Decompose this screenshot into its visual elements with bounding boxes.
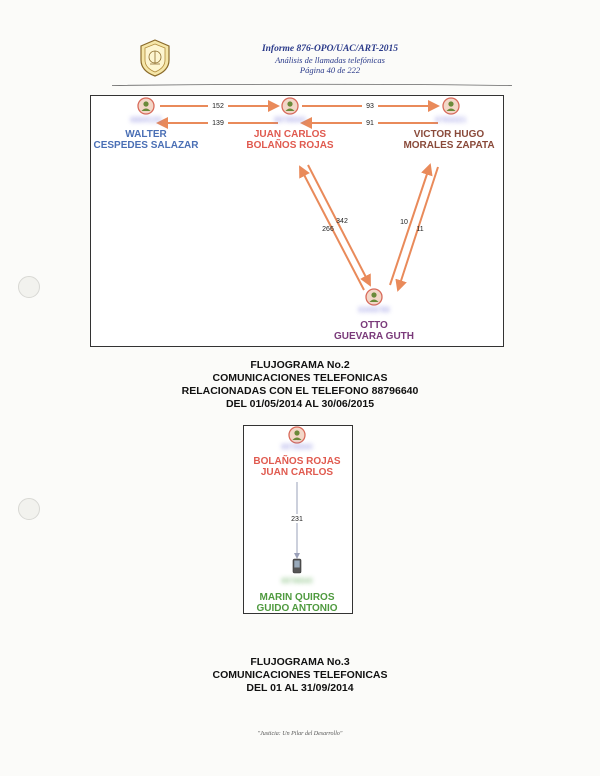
person-icon	[281, 97, 299, 115]
edge-label: 231	[291, 516, 303, 523]
edge-label: 139	[212, 120, 224, 127]
redacted-phone-number: 88796640	[274, 117, 306, 124]
punch-hole-top	[18, 276, 40, 298]
person-icon	[288, 426, 306, 444]
redacted-phone-number: 88796640	[281, 578, 313, 585]
redacted-phone-number: 88845155	[130, 117, 162, 124]
person-icon	[137, 97, 155, 115]
person-icon	[365, 288, 383, 306]
node-otto-label: OTTO GUEVARA GUTH	[334, 320, 414, 342]
edge-otto-juan	[299, 165, 365, 291]
flowchart-3-caption: FLUJOGRAMA No.3 COMUNICACIONES TELEFONIC…	[212, 656, 388, 694]
edge-victor-otto	[395, 166, 439, 292]
redacted-phone-number: 83456789	[358, 307, 390, 314]
flowchart-2-edges: 152 139 93 91 342 266 10 11	[156, 100, 440, 292]
edge-label: 93	[366, 103, 374, 110]
flowchart-2-frame	[90, 95, 504, 347]
flowchart-3-edge: 231	[287, 482, 307, 559]
redacted-phone-number: 88796640	[281, 444, 313, 451]
footer-motto: "Justicia: Un Pilar del Desarrollo"	[257, 731, 343, 737]
flowchart-2-caption: FLUJOGRAMA No.2 COMUNICACIONES TELEFONIC…	[181, 359, 419, 410]
page-number: Página 40 de 222	[299, 65, 361, 75]
header-divider	[112, 83, 512, 86]
report-number: Informe 876-OPO/UAC/ART-2015	[261, 44, 399, 54]
phone-icon	[292, 558, 302, 574]
document-header: Informe 876-OPO/UAC/ART-2015 Análisis de…	[200, 44, 460, 75]
institution-seal-icon	[140, 39, 170, 77]
node-marin-label: MARIN QUIROS GUIDO ANTONIO	[256, 592, 338, 614]
redacted-phone-number: 87654321	[435, 117, 467, 124]
node-walter-label: WALTER CESPEDES SALAZAR	[93, 129, 199, 151]
edge-label: 266	[322, 226, 334, 233]
node-juan-carlos-label: JUAN CARLOS BOLAÑOS ROJAS	[246, 129, 334, 151]
edge-juan-otto	[307, 164, 371, 287]
node-bolanos-label: BOLAÑOS ROJAS JUAN CARLOS	[253, 456, 341, 478]
edge-label: 11	[416, 226, 423, 233]
edge-label: 10	[400, 219, 408, 226]
person-icon	[442, 97, 460, 115]
edge-label: 91	[366, 120, 374, 127]
node-victor-hugo-label: VICTOR HUGO MORALES ZAPATA	[403, 129, 495, 151]
edge-label: 152	[212, 103, 224, 110]
report-subtitle: Análisis de llamadas telefónicas	[275, 55, 385, 65]
edge-otto-victor	[389, 163, 433, 286]
punch-hole-bottom	[18, 498, 40, 520]
edge-label: 342	[336, 218, 348, 225]
